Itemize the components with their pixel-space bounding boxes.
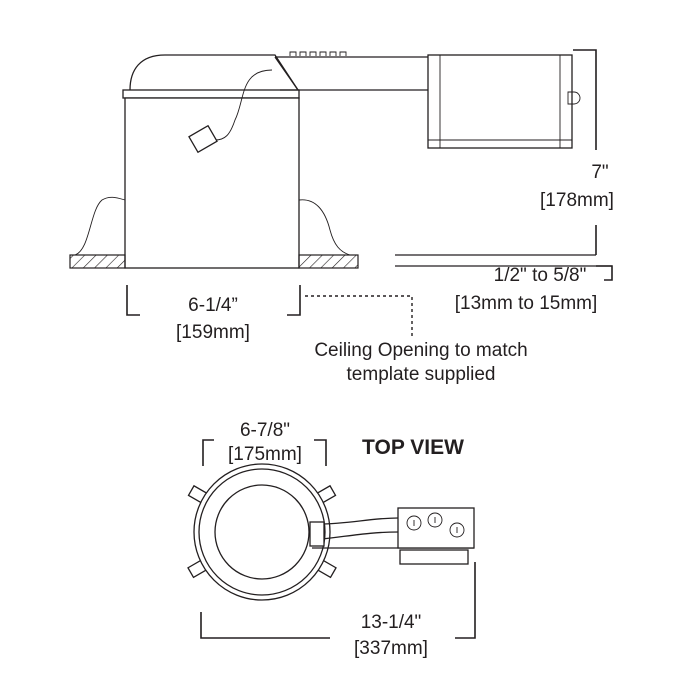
aperture (214, 484, 310, 580)
ceiling-thickness-mm: [13mm to 15mm] (455, 293, 598, 314)
ceiling-thickness-inches: 1/2" to 5/8" (494, 265, 587, 286)
side-view: 7" [178mm] 1/2" to 5/8" [13mm to 15mm] 6… (69, 49, 614, 385)
leader-dotted-line (305, 295, 413, 336)
ceiling-lines (395, 254, 612, 267)
spring-clip-right (298, 199, 351, 256)
housing-ring (198, 468, 326, 596)
ceiling-section-right (298, 254, 359, 269)
height-mm: [178mm] (540, 190, 614, 211)
top-view-title: TOP VIEW (362, 436, 464, 459)
opening-mm: [159mm] (176, 322, 250, 343)
diameter-dimension (202, 439, 327, 466)
diameter-inches: 6-7/8" (240, 420, 290, 441)
junction-box-top (397, 507, 475, 549)
opening-inches: 6-1/4” (188, 295, 238, 316)
knockout-icon (567, 91, 581, 105)
height-dimension (573, 49, 597, 255)
housing-dome (129, 54, 299, 91)
ceiling-section-left (69, 254, 126, 269)
mounting-bar (274, 56, 430, 91)
length-dimension (200, 562, 476, 639)
bar-teeth (289, 51, 347, 56)
housing-outer-ring (193, 463, 331, 601)
housing-cap (122, 89, 300, 99)
wire (214, 69, 273, 141)
junction-box-plate (399, 549, 469, 565)
ceiling-note-line2: template supplied (347, 364, 496, 385)
junction-box-flanges (428, 55, 572, 148)
ceiling-note-line1: Ceiling Opening to match (314, 340, 527, 361)
housing-can (124, 97, 300, 269)
ceiling-thickness-dimension (596, 265, 613, 281)
knockout-icons (406, 512, 465, 538)
wire-connector (188, 124, 218, 154)
length-mm: [337mm] (354, 638, 428, 659)
length-inches: 13-1/4" (361, 612, 422, 633)
spring-clip-left (74, 196, 126, 256)
top-view: TOP VIEW 6-7/8" [175mm] 13-1/4" [337mm] (187, 420, 476, 659)
diameter-mm: [175mm] (228, 444, 302, 465)
conduit-fitting (309, 521, 325, 547)
junction-box (427, 54, 573, 149)
height-inches: 7" (591, 162, 608, 183)
opening-dimension (126, 285, 301, 316)
